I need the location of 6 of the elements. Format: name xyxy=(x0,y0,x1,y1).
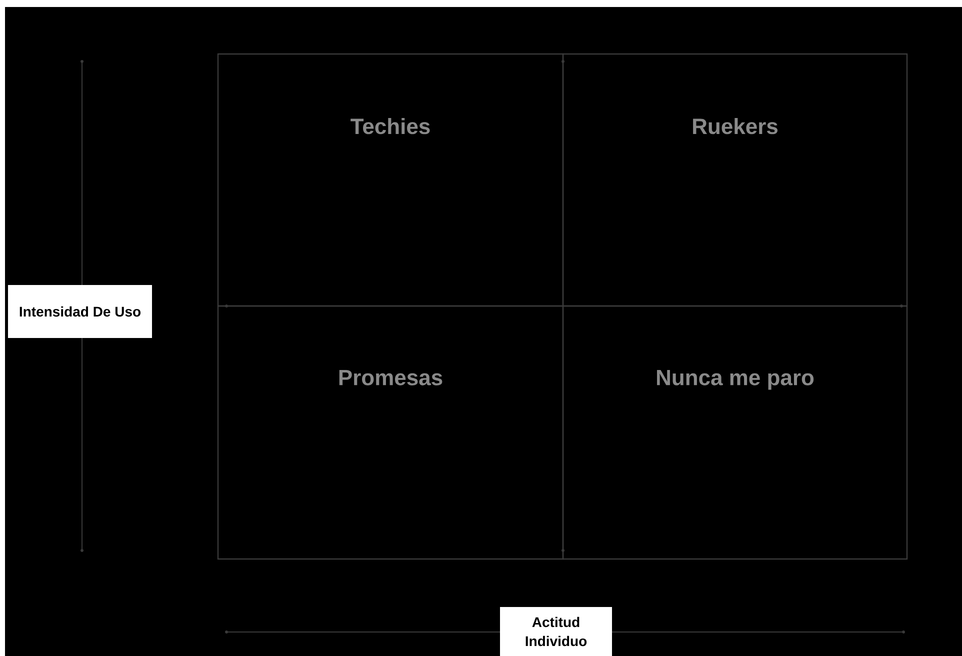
axis-label-box: Actitud Individuo xyxy=(500,607,612,656)
quadrant-cell: Techies xyxy=(217,53,564,307)
quadrant-cell: Promesas xyxy=(217,305,564,560)
quadrant-cell: Nunca me paro xyxy=(562,305,908,560)
quadrant-cell: Ruekers xyxy=(562,53,908,307)
axis-label-box: Intensidad De Uso xyxy=(8,285,152,338)
